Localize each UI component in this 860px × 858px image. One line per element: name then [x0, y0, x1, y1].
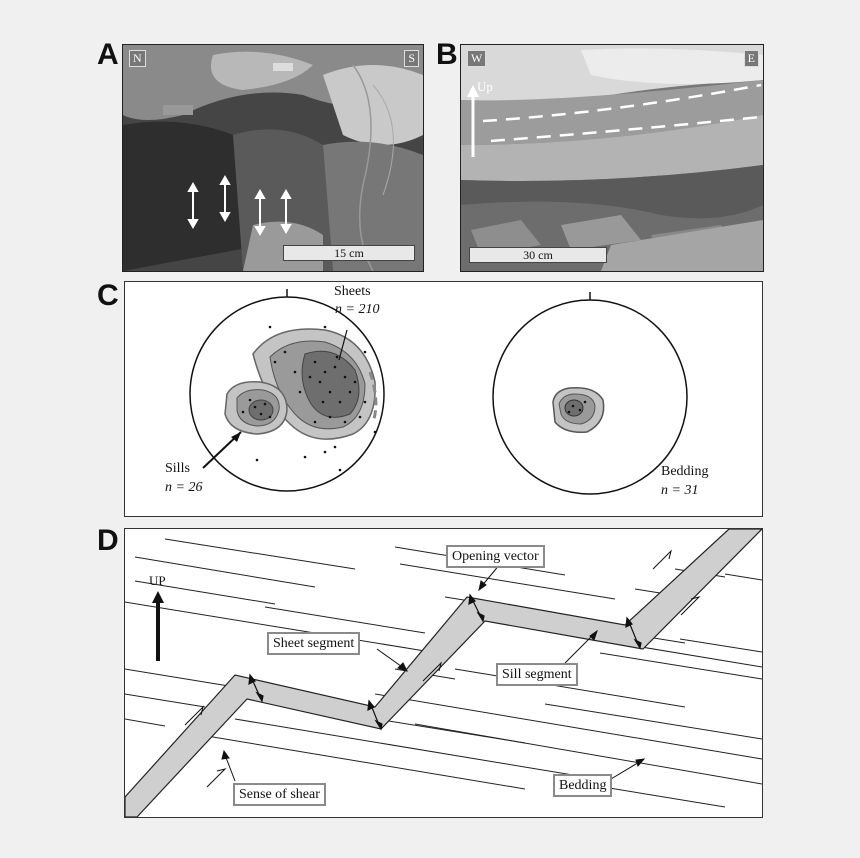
photo-b-west-tag: W — [467, 50, 487, 67]
sheet-segment-label: Sheet segment — [267, 632, 361, 655]
sills-points — [241, 398, 272, 419]
bedding-count: n = 31 — [661, 483, 699, 498]
label-leader-lines — [221, 563, 646, 782]
sheets-label: Sheets — [334, 284, 371, 299]
stereonet-sheets-sills — [189, 289, 385, 492]
sheets-leader-line — [338, 329, 348, 361]
sills-label: Sills — [165, 461, 190, 476]
panel-b-letter: B — [436, 38, 458, 71]
schematic-diagram — [125, 529, 762, 817]
sills-count: n = 26 — [165, 480, 203, 495]
panel-c-letter: C — [97, 279, 119, 312]
intrusion-body — [125, 529, 762, 817]
bedding-lines — [125, 538, 762, 808]
bedding-label: Bedding — [661, 464, 709, 479]
photo-a: N S 15 cm — [122, 44, 424, 272]
photo-b-annotations — [467, 83, 762, 157]
sense-of-shear-label: Sense of shear — [233, 783, 326, 806]
stereonet-panel: Sheets n = 210 Sills n = 26 Bedding n = … — [124, 281, 763, 517]
photo-a-south-tag: S — [404, 50, 419, 67]
photo-b-east-tag: E — [743, 50, 759, 67]
photo-b-image — [461, 45, 763, 271]
sheets-count: n = 210 — [335, 302, 380, 317]
sill-segment-label: Sill segment — [496, 663, 578, 686]
sheets-contour-inner — [301, 350, 360, 418]
sills-contour-inner — [248, 399, 274, 421]
photo-b-scale-bar: 30 cm — [469, 247, 607, 263]
photo-a-image — [123, 45, 423, 271]
up-label: UP — [149, 573, 166, 588]
photo-b-up-label: Up — [477, 79, 493, 94]
photo-a-arrows — [187, 174, 292, 237]
panel-a-letter: A — [97, 38, 119, 71]
stereonet-bedding — [492, 292, 688, 495]
opening-vector-arrows — [248, 593, 642, 731]
sheets-points — [255, 325, 377, 472]
photo-b: W E Up 30 cm — [460, 44, 764, 272]
photo-a-north-tag: N — [129, 50, 146, 67]
opening-vector-label: Opening vector — [446, 545, 545, 568]
sense-of-shear-arrows — [184, 549, 701, 788]
schematic-panel: UP Opening vector Sheet segment Sill seg… — [124, 528, 763, 818]
panel-d-letter: D — [97, 524, 119, 557]
photo-a-scale-bar: 15 cm — [283, 245, 415, 261]
bedding-label-d: Bedding — [553, 774, 613, 797]
stereonet-plots — [189, 289, 688, 495]
